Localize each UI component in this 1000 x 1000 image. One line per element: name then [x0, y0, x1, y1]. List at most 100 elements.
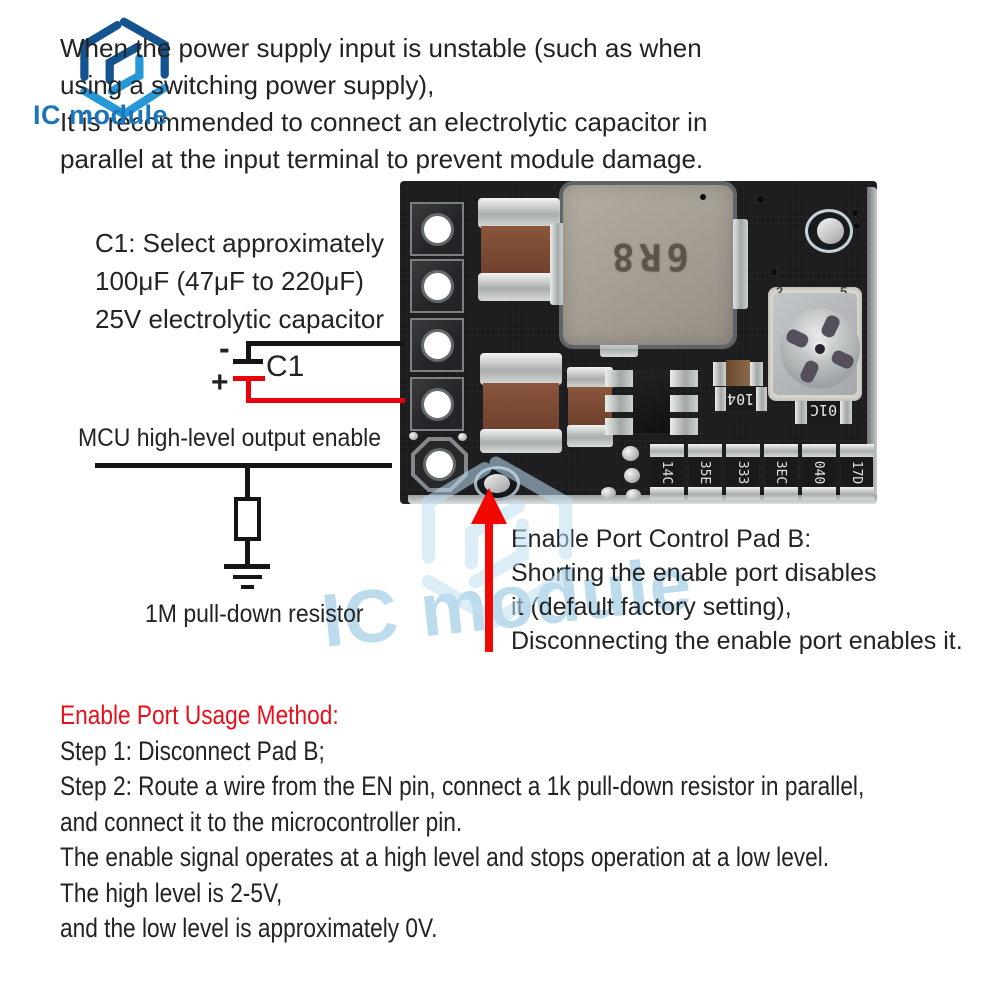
solder-pad: [622, 446, 639, 461]
inductor-marking: 6R8: [607, 235, 689, 278]
enable-note-line: Enable Port Control Pad B:: [511, 525, 812, 553]
usage-line: The high level is 2-5V,: [60, 877, 283, 908]
smd-terminal: [840, 396, 852, 424]
enable-port-note: Enable Port Control Pad B: Shorting the …: [511, 522, 963, 658]
wire-negative-stub: [246, 341, 251, 362]
resistor-code: 35E: [697, 460, 713, 484]
pad-b-arrow-icon: [471, 488, 507, 524]
output-capacitor-2: [565, 367, 615, 449]
smd-body: 3EC: [765, 457, 797, 487]
capacitor-body: [481, 226, 557, 275]
smd-body: [726, 360, 750, 386]
smd-terminal: [650, 444, 684, 457]
capacitor-terminal: [478, 273, 560, 301]
smd-resistor-row-item: 17D: [840, 444, 874, 500]
enable-octagon-pad: [411, 437, 468, 492]
smd-terminal: [688, 444, 722, 457]
smd-body: 333: [727, 457, 759, 487]
usage-line: and the low level is approximately 0V.: [60, 913, 438, 943]
usage-line: Step 1: Disconnect Pad B;: [60, 735, 325, 766]
through-hole-pad-3: [410, 318, 464, 372]
smd-resistor-row-item: 040: [802, 444, 836, 500]
inductor-solder-tab: [550, 223, 565, 305]
smd-resistor-row-item: 35E: [688, 444, 722, 500]
brand-logo-text: IC module: [33, 100, 169, 130]
smd-terminal: [764, 487, 798, 500]
resistor-code: 333: [735, 460, 751, 484]
via-hole: [700, 194, 706, 200]
mcu-enable-label: MCU high-level output enable: [78, 424, 382, 452]
regulator-ic: [633, 371, 670, 433]
intro-note: When the power supply input is unstable …: [60, 30, 707, 178]
resistor-symbol: [234, 497, 261, 541]
ground-symbol-bar3: [241, 585, 254, 589]
smd-terminal: [688, 487, 722, 500]
smd-capacitor: [713, 360, 763, 388]
through-hole-pad-1: [410, 202, 464, 256]
input-capacitor: [478, 198, 560, 301]
pad-hole: [423, 331, 451, 359]
through-hole-pad-2: [410, 259, 464, 313]
via-hole: [852, 210, 858, 216]
resistor-code: 104: [727, 390, 755, 408]
smd-terminal: [726, 487, 760, 500]
pad-hole: [423, 390, 451, 418]
pad-b-arrow-shaft: [485, 522, 493, 652]
smd-terminal: [764, 444, 798, 457]
c1-note-line: 100μF (47μF to 220μF): [95, 266, 364, 296]
output-capacitor: [480, 353, 562, 453]
smd-terminal: [802, 444, 836, 457]
wire-resistor-stub: [245, 468, 250, 499]
ic-pin: [670, 418, 698, 435]
smd-body: 14C: [651, 457, 683, 487]
smd-terminal: [840, 487, 874, 500]
via-hole: [757, 196, 764, 203]
via-hole: [854, 223, 860, 229]
smd-resistor-row-item: 333: [726, 444, 760, 500]
usage-line: The enable signal operates at a high lev…: [60, 842, 830, 872]
usage-heading: Enable Port Usage Method:: [60, 700, 339, 730]
ground-symbol-bar1: [224, 564, 270, 569]
rotor-slot: [819, 313, 842, 340]
ground-symbol-bar2: [233, 575, 262, 579]
wire-positive: [246, 398, 405, 403]
resistor-code: 3EC: [773, 460, 789, 484]
smd-body: 040: [803, 457, 835, 487]
ic-pin: [670, 370, 698, 387]
output-solder-pad: [805, 209, 853, 253]
wire-enable: [95, 463, 392, 468]
capacitor-body: [483, 383, 559, 431]
rotor-slot: [798, 358, 821, 385]
ic-pin: [605, 418, 633, 435]
usage-line: and connect it to the microcontroller pi…: [60, 806, 463, 837]
intro-line: parallel at the input terminal to preven…: [60, 144, 704, 174]
solder-glint: [409, 432, 418, 440]
pcb-module-photo: 6R8 104 01C: [400, 181, 877, 504]
smd-body: 17D: [841, 457, 873, 487]
capacitor-terminal: [567, 367, 613, 389]
solder-glint: [458, 433, 467, 441]
smd-resistor-row-item: 14C: [650, 444, 684, 500]
power-inductor: 6R8: [563, 185, 733, 345]
resistor-code: 14C: [659, 460, 675, 484]
pcb-bottom-edge: [408, 495, 877, 504]
wire-negative: [248, 341, 405, 346]
capacitor-bottom-plate: [233, 376, 265, 381]
solder-pad: [601, 487, 616, 499]
wire-ground-stub: [245, 541, 250, 566]
trimmer-hub: [805, 334, 835, 364]
capacitor-top-plate: [233, 359, 263, 364]
smd-resistor-104: 104: [715, 387, 767, 411]
resistor-code: 17D: [849, 460, 865, 484]
inductor-solder-tab: [732, 219, 748, 309]
solder-blob: [817, 218, 844, 244]
ic-pin: [670, 395, 698, 412]
brand-hexagon-logo-icon: [80, 17, 169, 120]
enable-note-line: Shorting the enable port disables: [511, 559, 877, 587]
smd-body: 104: [726, 387, 756, 411]
capacitor-terminal: [480, 353, 562, 385]
trimmer-rotor: [766, 295, 874, 403]
capacitor-terminal: [480, 429, 562, 453]
smd-terminal: [726, 444, 760, 457]
